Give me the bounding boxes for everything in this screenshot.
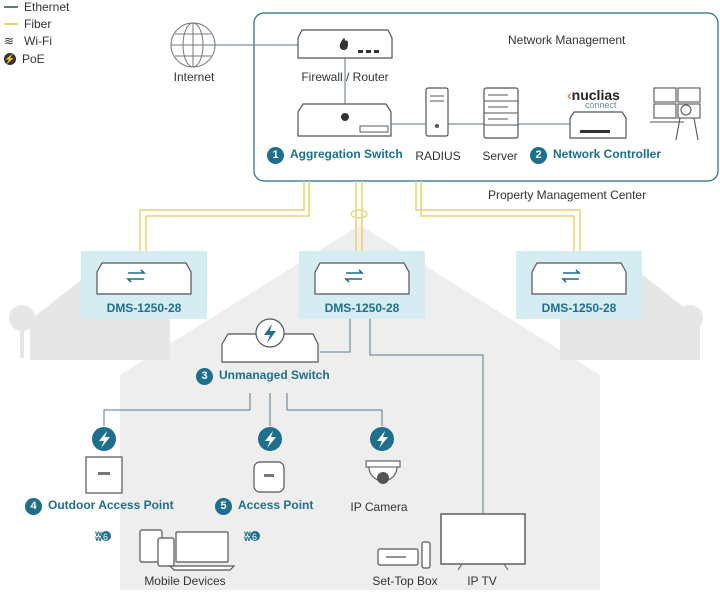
nuclias-sub: connect	[585, 100, 617, 110]
firewall-router-icon	[297, 29, 393, 59]
outdoor-ap-label: 4 Outdoor Access Point	[25, 498, 174, 515]
server-icon	[483, 87, 519, 139]
dms-label-right: DMS-1250-28	[541, 301, 617, 315]
internet-label: Internet	[173, 70, 215, 84]
legend-wifi-label: Wi-Fi	[24, 34, 52, 48]
network-management-title: Network Management	[508, 33, 626, 47]
network-controller-text: Network Controller	[553, 147, 662, 161]
radius-label: RADIUS	[415, 149, 461, 163]
radius-server-icon	[425, 87, 449, 137]
background-houses	[9, 225, 703, 590]
mobile-devices-icon	[139, 529, 236, 571]
step-badge-1: 1	[267, 147, 284, 164]
network-controller-label: 2 Network Controller	[530, 147, 661, 164]
svg-text:ʬ: ʬ	[95, 529, 102, 544]
access-point-icon	[253, 461, 285, 493]
outdoor-ap-text: Outdoor Access Point	[48, 498, 174, 512]
ip-tv-icon	[440, 513, 526, 571]
dms-label-center: DMS-1250-28	[324, 301, 400, 315]
aggregation-switch-icon	[297, 103, 392, 137]
dms-arrows	[126, 269, 581, 283]
property-center-label: Property Management Center	[488, 188, 647, 202]
firewall-label: Firewall / Router	[301, 70, 389, 84]
legend-ethernet-label: Ethernet	[24, 0, 70, 14]
access-point-label: 5 Access Point	[215, 498, 313, 515]
aggregation-switch-label: 1 Aggregation Switch	[267, 147, 403, 164]
set-top-box-label: Set-Top Box	[372, 574, 438, 588]
unmanaged-switch-text: Unmanaged Switch	[219, 368, 330, 382]
svg-text:6: 6	[103, 532, 108, 542]
wifi-icon: ≋	[4, 34, 15, 48]
ip-tv-label: IP TV	[467, 574, 497, 588]
outdoor-ap-icon	[85, 456, 123, 494]
fiber-line-icon	[4, 23, 18, 25]
legend-wifi: ≋ Wi-Fi	[4, 34, 52, 48]
fiber-links	[139, 181, 581, 252]
svg-text:6: 6	[252, 532, 257, 542]
access-point-text: Access Point	[238, 498, 314, 512]
dms-label-left: DMS-1250-28	[106, 301, 182, 315]
legend-poe-label: PoE	[22, 52, 45, 66]
ethernet-line-icon	[4, 6, 18, 8]
network-controller-icon	[569, 111, 627, 139]
wifi6-badge-icons: ʬ 6 ʬ 6	[95, 529, 260, 544]
step-badge-5: 5	[215, 498, 232, 515]
legend-fiber-label: Fiber	[24, 17, 52, 31]
ethernet-links	[103, 319, 484, 513]
operator-workstation-icon	[650, 87, 701, 141]
step-badge-4: 4	[25, 498, 42, 515]
server-label: Server	[482, 149, 518, 163]
unmanaged-switch-label: 3 Unmanaged Switch	[196, 368, 330, 385]
aggregation-switch-text: Aggregation Switch	[290, 147, 403, 161]
set-top-box-icon	[377, 541, 431, 569]
globe-icon	[170, 22, 216, 68]
mobile-devices-label: Mobile Devices	[144, 574, 226, 588]
poe-icons	[92, 427, 394, 451]
poe-icon: ⚡	[4, 53, 16, 65]
legend-poe: ⚡ PoE	[4, 52, 45, 66]
step-badge-3: 3	[196, 368, 213, 385]
legend-fiber: Fiber	[4, 17, 51, 31]
legend-ethernet: Ethernet	[4, 0, 69, 14]
unmanaged-switch-icon	[221, 318, 319, 363]
nuclias-brand: nuclias	[571, 87, 620, 103]
svg-text:ʬ: ʬ	[244, 529, 251, 544]
ip-camera-icon	[365, 460, 401, 484]
step-badge-2: 2	[530, 147, 547, 164]
ip-camera-label: IP Camera	[350, 500, 408, 514]
nuclias-logo: ‹nuclias connect	[567, 87, 620, 110]
